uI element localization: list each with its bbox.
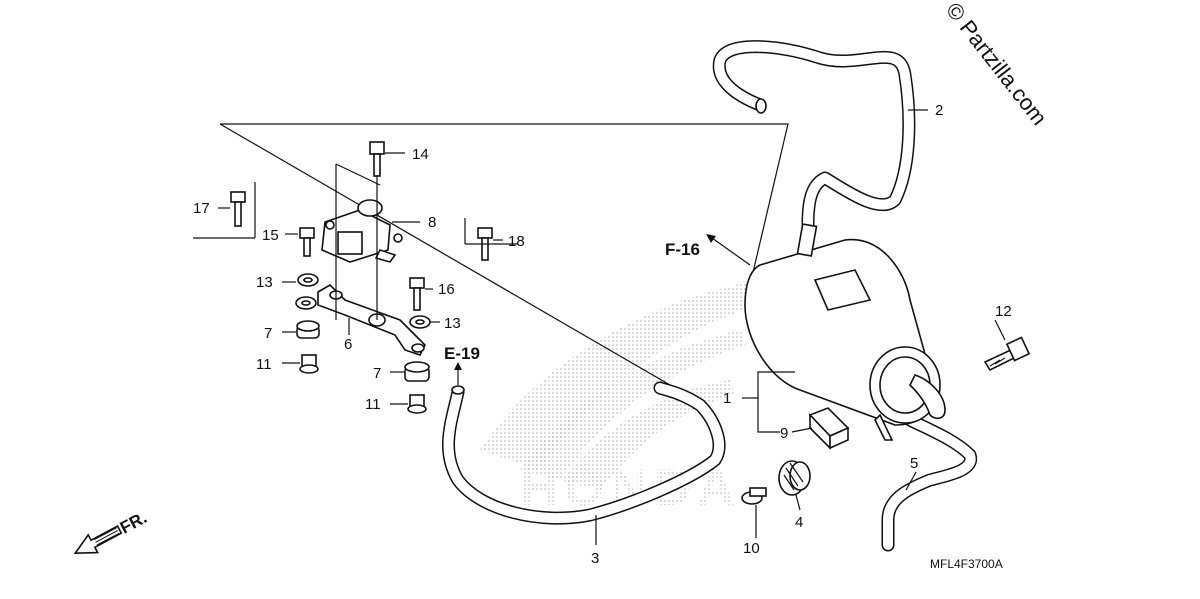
callout-13a: 13 [256,274,273,291]
callout-9: 9 [780,425,788,442]
collar-7b [404,361,430,382]
hose-2 [712,40,916,232]
callout-4: 4 [795,514,803,531]
assembly-outline [220,123,789,286]
ref-label-f16: F-16 [665,240,700,259]
callout-15: 15 [262,227,279,244]
callout-7a: 7 [264,325,272,342]
callout-11b: 11 [365,396,381,413]
leader-lines [218,109,1006,545]
collar-7a [296,320,320,339]
diagram-code: MFL4F3700A [930,557,1003,571]
nut-11a [299,354,319,374]
hose-3 [442,381,726,525]
callout-8: 8 [428,214,436,231]
assembly-guides [193,163,518,320]
callout-16: 16 [438,281,455,298]
washer-13a [297,273,319,287]
callout-6: 6 [344,336,352,353]
solenoid-valve [321,199,403,263]
grommet [778,460,811,496]
hose-5 [881,413,978,552]
callout-10: 10 [743,540,760,557]
clip [741,487,767,505]
callout-3: 3 [591,550,599,567]
front-direction-arrow: FR. [73,508,150,554]
bolt-14 [369,141,385,177]
evap-canister [744,223,946,441]
callout-13b: 13 [444,315,461,332]
callout-5: 5 [910,455,918,472]
bolt-18 [477,227,493,261]
bolt-12 [983,336,1031,372]
callout-2: 2 [935,102,943,119]
ref-label-e19: E-19 [444,344,480,363]
callout-7b: 7 [373,365,381,382]
callout-17: 17 [193,200,210,217]
bracket [317,283,426,356]
callout-1: 1 [723,390,731,407]
ref-arrow-f16 [706,234,751,266]
bolt-17 [230,191,246,227]
callout-14: 14 [412,146,429,163]
ref-arrow-e19 [454,362,462,385]
callout-11a: 11 [256,356,272,373]
bolt-15 [299,227,315,257]
washer-13b [409,315,431,329]
callout-12: 12 [995,303,1012,320]
partzilla-watermark: © Partzilla.com [941,0,1052,130]
washer-bracket [295,296,317,310]
bolt-16 [409,277,425,311]
filter-block [808,407,850,450]
callout-18: 18 [508,233,525,250]
nut-11b [407,394,427,414]
